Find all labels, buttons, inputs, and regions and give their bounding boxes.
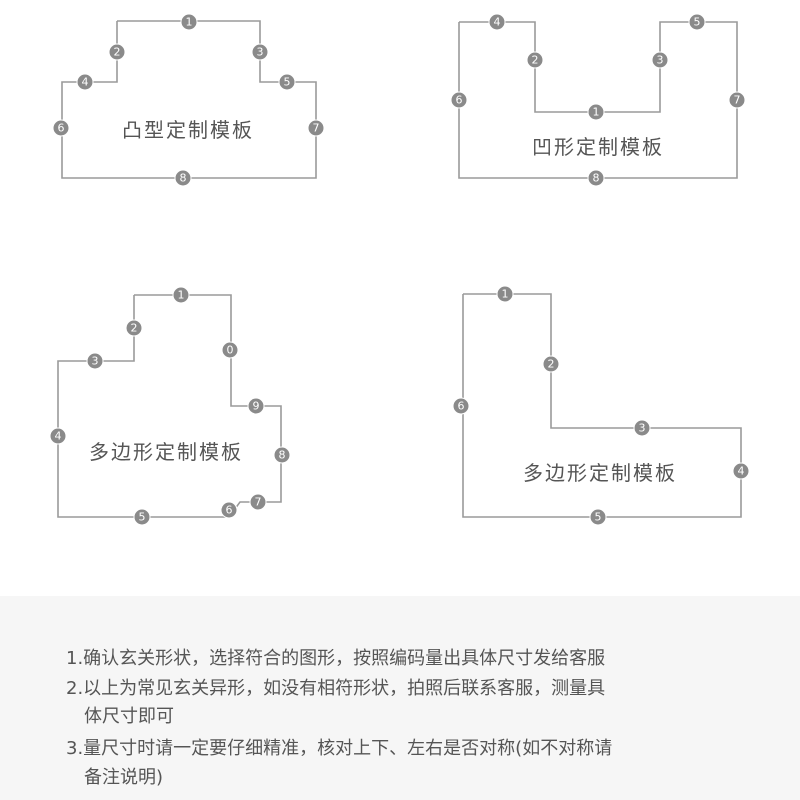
template-label: 多边形定制模板 [89,440,243,464]
svg-text:5: 5 [284,76,291,89]
svg-text:7: 7 [313,122,320,135]
instruction-3-cont: 备注说明) [84,767,164,788]
instruction-1: 1.确认玄关形状，选择符合的图形，按照编码量出具体尺寸发给客服 [66,648,606,669]
convex-outline [61,20,317,179]
template-label: 多边形定制模板 [523,461,677,485]
svg-text:5: 5 [694,16,701,29]
instruction-2: 2.以上为常见玄关异形，如没有相符形状，拍照后联系客服，测量具 [66,678,606,699]
svg-text:3: 3 [257,46,264,59]
badge: 1 [180,13,198,31]
svg-text:9: 9 [253,400,260,413]
svg-text:8: 8 [593,172,600,185]
badge: 7 [249,493,267,511]
svg-text:1: 1 [186,16,193,29]
badge: 1 [172,286,190,304]
badge: 8 [273,446,291,464]
badge: 9 [247,397,265,415]
badge: 5 [589,508,607,526]
svg-text:5: 5 [595,511,602,524]
badge: 5 [688,13,706,31]
badge: 4 [76,73,94,91]
instruction-2-cont: 体尺寸即可 [84,706,174,727]
svg-text:4: 4 [738,465,745,478]
svg-text:6: 6 [58,122,65,135]
badge: 2 [125,319,143,337]
badge: 7 [728,91,746,109]
svg-text:2: 2 [532,54,539,67]
svg-text:4: 4 [494,16,501,29]
badge: 5 [278,73,296,91]
badge: 3 [651,51,669,69]
badge: 4 [732,462,750,480]
concave-template[interactable]: 凹形定制模板 4 2 1 3 5 6 7 8 [450,13,746,187]
badge: 1 [587,103,605,121]
badge: 6 [452,397,470,415]
polygon-template[interactable]: 多边形定制模板 1 2 3 0 9 4 8 7 6 5 [49,286,291,526]
svg-text:3: 3 [92,355,99,368]
badge: 4 [488,13,506,31]
svg-text:8: 8 [180,172,187,185]
svg-text:2: 2 [548,358,555,371]
instruction-3: 3.量尺寸时请一定要仔细精准，核对上下、左右是否对称(如不对称请 [66,738,613,759]
template-label: 凸型定制模板 [122,118,254,142]
svg-text:3: 3 [657,54,664,67]
instructions-panel: 1.确认玄关形状，选择符合的图形，按照编码量出具体尺寸发给客服 2.以上为常见玄… [0,596,800,800]
svg-text:8: 8 [279,449,286,462]
svg-text:4: 4 [55,430,62,443]
badge: 1 [496,285,514,303]
svg-text:1: 1 [593,106,600,119]
badge: 2 [542,355,560,373]
svg-text:3: 3 [639,422,646,435]
convex-template[interactable]: 凸型定制模板 1 2 3 4 5 6 7 8 [52,13,325,187]
polygon-outline [57,294,282,518]
l-shape-outline [462,293,742,518]
shape-templates-diagram: 凸型定制模板 1 2 3 4 5 6 7 8 凹形定制模板 4 2 1 3 5 … [49,13,750,526]
badge: 3 [251,43,269,61]
badge: 3 [86,352,104,370]
badge: 0 [221,341,239,359]
badge: 2 [108,43,126,61]
svg-text:7: 7 [255,496,262,509]
badge: 8 [587,169,605,187]
svg-text:6: 6 [458,400,465,413]
badge: 8 [174,169,192,187]
badge: 4 [49,427,67,445]
svg-text:2: 2 [131,322,138,335]
svg-text:7: 7 [734,94,741,107]
svg-text:6: 6 [226,504,233,517]
badge: 6 [450,91,468,109]
badge: 6 [52,119,70,137]
badge: 2 [526,51,544,69]
badge: 6 [220,501,238,519]
svg-text:4: 4 [82,76,89,89]
svg-text:0: 0 [227,344,234,357]
template-label: 凹形定制模板 [532,135,664,159]
badge: 5 [133,508,151,526]
svg-text:6: 6 [456,94,463,107]
badge: 3 [633,419,651,437]
l-shape-template[interactable]: 多边形定制模板 1 2 6 3 4 5 [452,285,750,526]
badge: 7 [307,119,325,137]
svg-text:5: 5 [139,511,146,524]
svg-text:1: 1 [178,289,185,302]
svg-text:1: 1 [502,288,509,301]
svg-text:2: 2 [114,46,121,59]
